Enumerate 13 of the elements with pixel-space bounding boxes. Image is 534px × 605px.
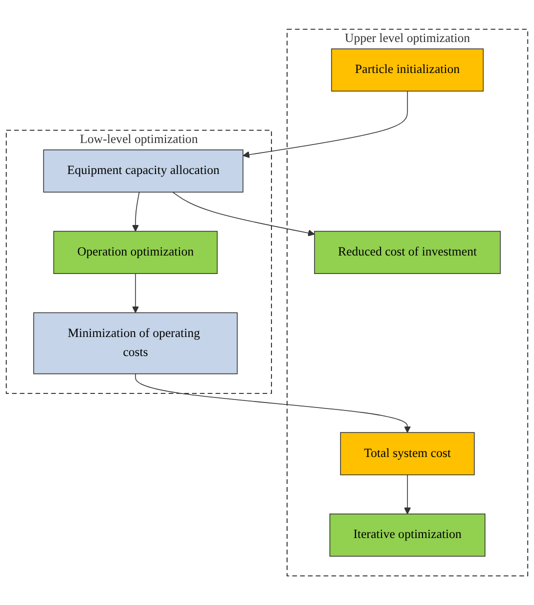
- arrow: [242, 90, 408, 158]
- node-box: Equipment capacity allocation: [43, 149, 244, 192]
- arrow: [404, 474, 411, 514]
- node-box: Iterative optimization: [329, 514, 486, 557]
- node-box: Total system cost: [340, 432, 475, 476]
- arrow: [172, 192, 315, 236]
- arrow: [135, 373, 411, 433]
- node-box: Operation optimization: [53, 230, 218, 274]
- node-box: Minimization of operating costs: [33, 312, 238, 374]
- node-box: Particle initialization: [331, 48, 484, 92]
- arrow: [132, 192, 140, 232]
- arrow: [132, 273, 139, 313]
- node-box: Reduced cost of investment: [314, 230, 501, 274]
